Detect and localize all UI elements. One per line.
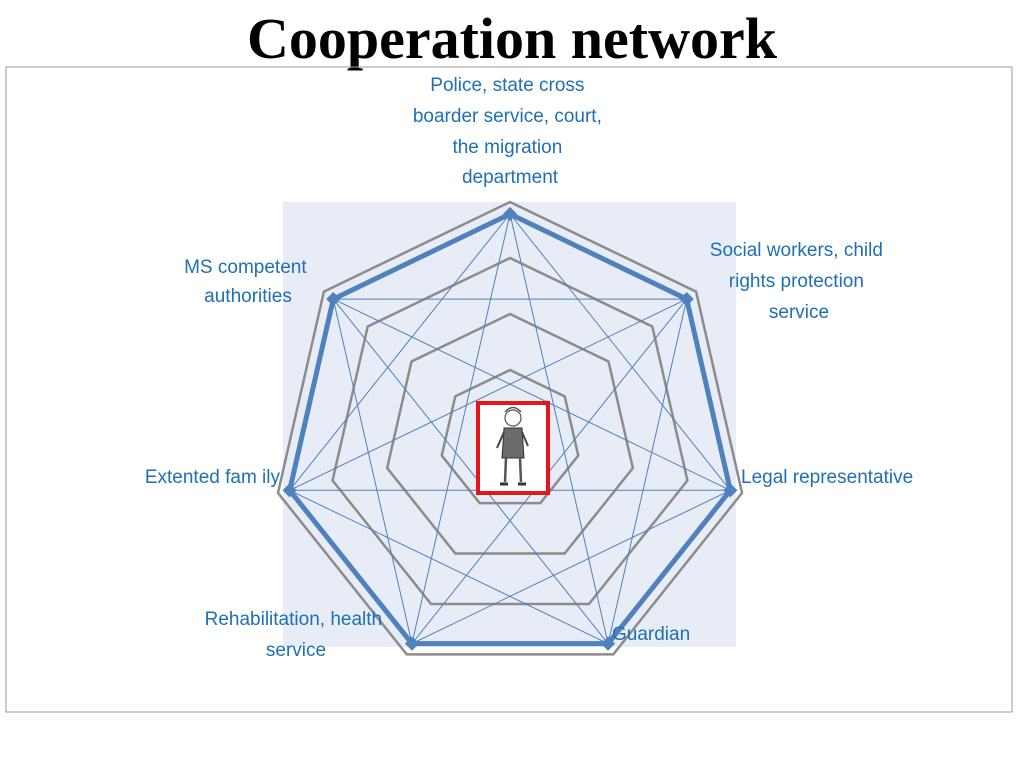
network-outline: [286, 211, 734, 647]
link-police-rehabilitation: [411, 213, 511, 644]
grid-rings: [276, 200, 744, 656]
diagram-frame: [5, 66, 1013, 713]
link-guardian-extended-family: [289, 489, 609, 645]
node-marker-extended-family: [282, 483, 297, 498]
grid-ring-4: [276, 200, 744, 656]
label-guardian: Guardian: [612, 624, 690, 645]
child-figure-icon: [476, 401, 550, 495]
link-social-workers-extended-family: [289, 298, 687, 491]
node-marker-ms-authorities: [326, 292, 341, 307]
node-marker-guardian: [600, 636, 616, 651]
grid-ring-3: [331, 256, 689, 606]
link-legal-representative-ms-authorities: [333, 298, 731, 491]
link-police-legal-representative: [509, 213, 731, 491]
label-legal-representative: Legal representative: [741, 467, 913, 488]
network-polygon: [282, 206, 738, 651]
label-rehabilitation: Rehabilitation, health service: [205, 609, 388, 661]
grid-ring-1: [440, 368, 580, 505]
slide-title: Cooperation network: [246, 6, 777, 71]
connection-lines: [289, 213, 731, 645]
label-ms-authorities: MS competent authorities: [184, 257, 312, 307]
link-police-extended-family: [289, 213, 511, 491]
node-marker-police: [502, 206, 518, 222]
grid-ring-2: [385, 312, 635, 555]
link-guardian-ms-authorities: [332, 298, 609, 644]
node-marker-rehabilitation: [404, 636, 420, 651]
link-social-workers-guardian: [607, 298, 688, 644]
label-extended-family: Extented fam ily: [145, 467, 281, 488]
node-labels: Police, state cross boarder service, cou…: [145, 75, 913, 661]
link-legal-representative-rehabilitation: [411, 489, 731, 645]
link-police-guardian: [509, 213, 609, 644]
link-rehabilitation-ms-authorities: [332, 298, 413, 644]
node-marker-social-workers: [679, 292, 694, 307]
label-social-workers: Social workers, child rights protection …: [710, 240, 888, 323]
label-police: Police, state cross boarder service, cou…: [413, 75, 607, 188]
node-marker-legal-representative: [723, 483, 738, 498]
